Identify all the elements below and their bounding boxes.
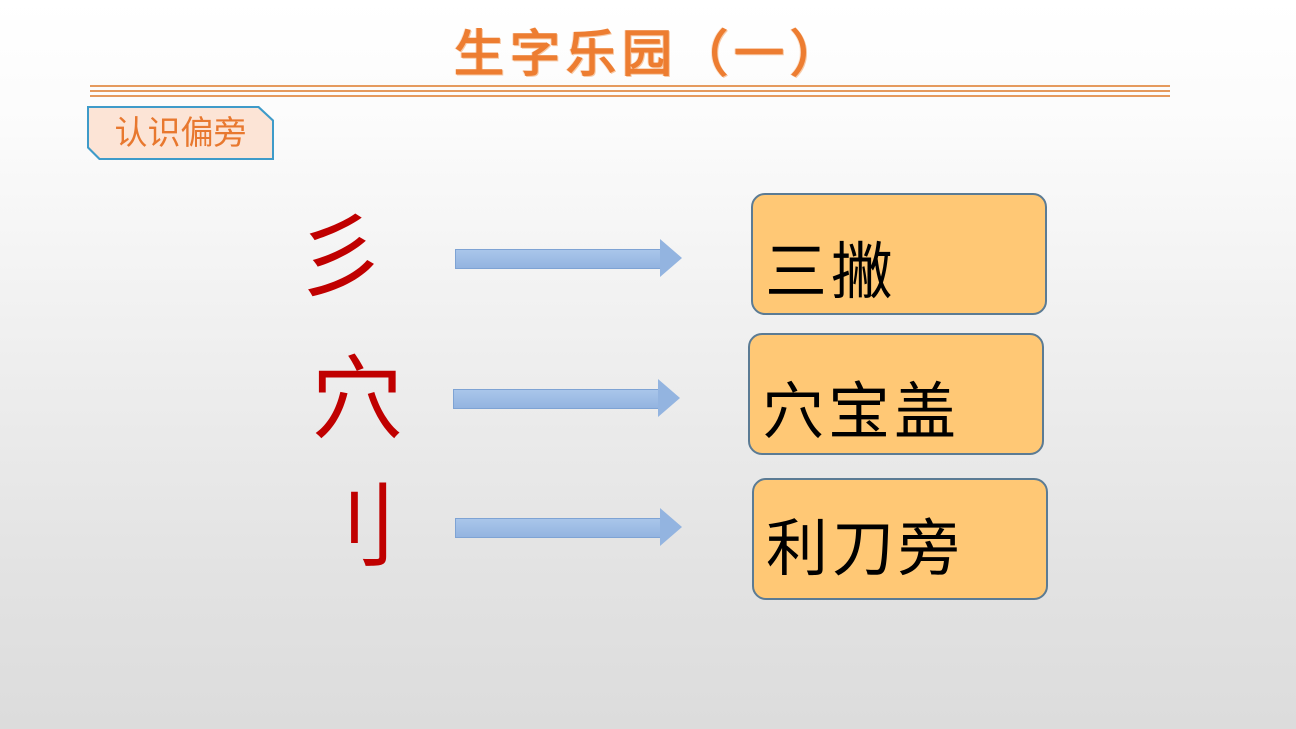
- answer-box: 三撇: [751, 193, 1047, 315]
- arrow-head: [660, 239, 682, 277]
- title-underline: [90, 95, 1170, 97]
- title-underline: [90, 85, 1170, 87]
- arrow-head: [660, 508, 682, 546]
- radical-name: 三撇: [765, 235, 898, 308]
- arrow-shaft: [453, 389, 660, 409]
- slide-title: 生字乐园（一）: [454, 24, 846, 83]
- arrow-head: [658, 379, 680, 417]
- answer-box: 利刀旁: [752, 478, 1048, 600]
- section-label-text: 认识偏旁: [89, 108, 272, 158]
- title-underline: [90, 90, 1170, 92]
- radical-name: 利刀旁: [766, 512, 965, 585]
- radical-character: 刂: [304, 474, 397, 581]
- arrow-shaft: [455, 249, 662, 269]
- answer-box: 穴宝盖: [748, 333, 1044, 455]
- section-label: 认识偏旁: [87, 106, 274, 160]
- radical-character: 穴: [310, 346, 403, 453]
- radical-name: 穴宝盖: [762, 375, 961, 448]
- radical-character: 彡: [293, 204, 386, 311]
- arrow-shaft: [455, 518, 662, 538]
